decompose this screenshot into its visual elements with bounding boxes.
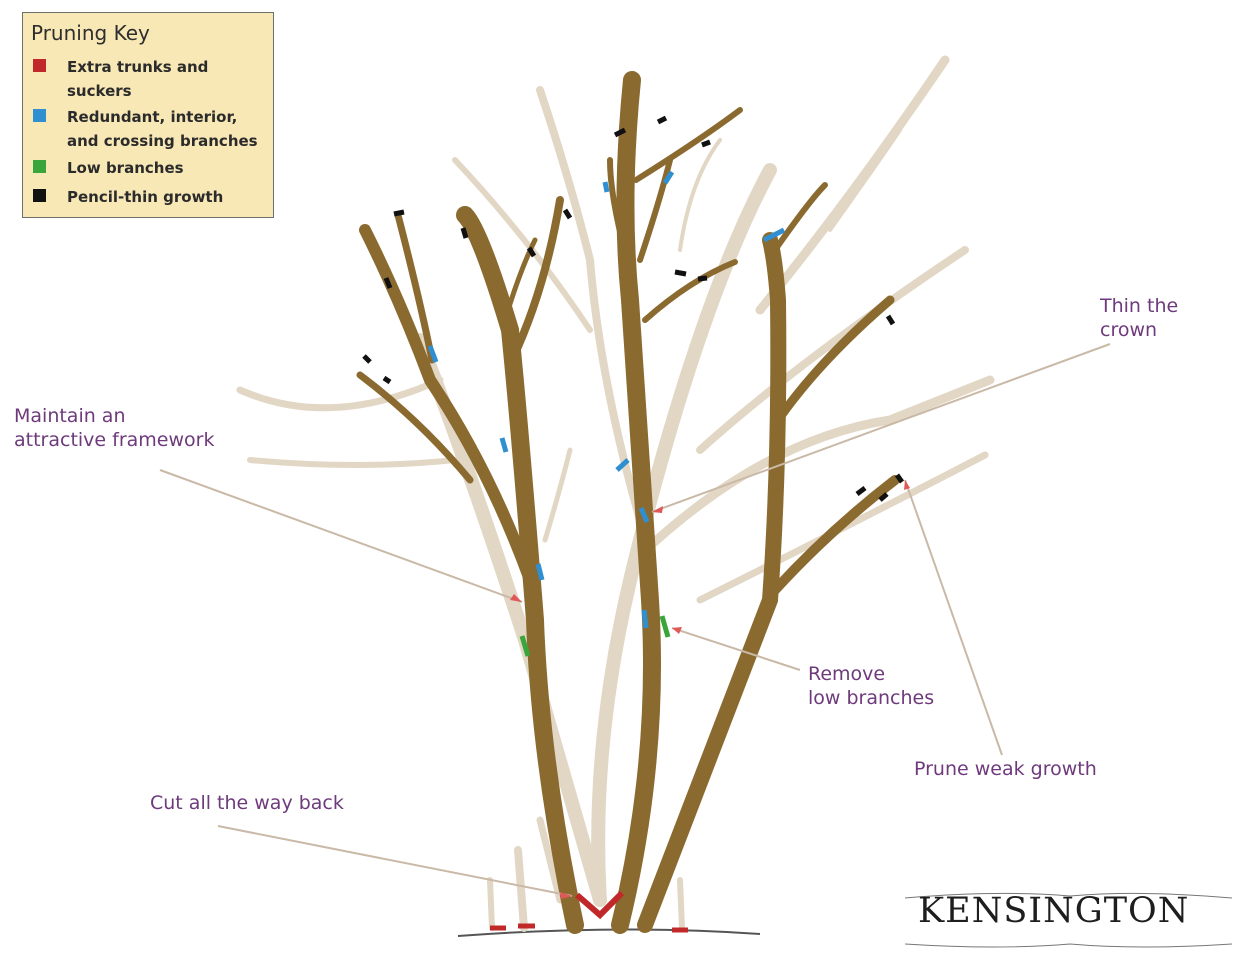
callout-cut-back: Cut all the way back — [150, 791, 344, 815]
kept-branches — [360, 80, 895, 925]
pruning-key-legend: Pruning Key Extra trunks and suckers Red… — [22, 12, 274, 218]
legend-item-label: and crossing branches — [67, 129, 272, 153]
legend-item-label: Extra trunks and — [67, 55, 272, 79]
callout-thin-crown: Thin the crown — [1100, 294, 1178, 342]
blue-swatch — [33, 109, 46, 122]
green-swatch — [33, 160, 46, 173]
legend-item-label: Redundant, interior, — [67, 105, 272, 129]
callout-crown-line1: Thin the — [1100, 294, 1178, 318]
callout-prune-weak-growth: Prune weak growth — [914, 757, 1097, 781]
callout-remove-low-branches: Remove low branches — [808, 662, 934, 710]
legend-item-label: Low branches — [67, 156, 272, 180]
legend-item-label: suckers — [67, 79, 272, 103]
legend-item-label: Pencil-thin growth — [67, 185, 272, 209]
red-swatch — [33, 59, 46, 72]
callout-framework: Maintain an attractive framework — [14, 404, 214, 452]
brand-logo: KENSINGTON — [900, 885, 1235, 945]
callout-weak-text: Prune weak growth — [914, 757, 1097, 781]
callout-cut-text: Cut all the way back — [150, 791, 344, 815]
callout-low-line1: Remove — [808, 662, 934, 686]
legend-title: Pruning Key — [31, 21, 150, 45]
brand-name: KENSINGTON — [918, 891, 1189, 931]
black-swatch — [33, 189, 46, 202]
callout-crown-line2: crown — [1100, 318, 1178, 342]
callout-framework-line1: Maintain an — [14, 404, 214, 428]
callout-low-line2: low branches — [808, 686, 934, 710]
callout-framework-line2: attractive framework — [14, 428, 214, 452]
